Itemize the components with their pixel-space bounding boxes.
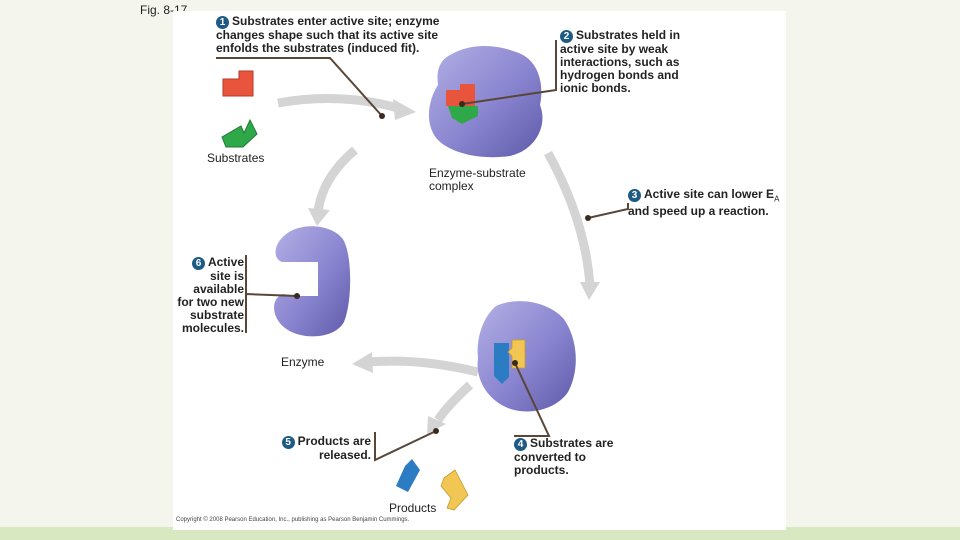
leader-step-2 (461, 40, 557, 105)
step-6-line-3: available (193, 282, 244, 296)
step-2-line-5: ionic bonds. (560, 81, 631, 95)
product-yellow (440, 469, 469, 511)
arrowhead-top (393, 99, 416, 120)
leader-dot-4 (512, 360, 518, 366)
step-6-badge: 6 (191, 257, 205, 270)
step-1-line-2: changes shape such that its active site (216, 28, 439, 42)
leader-dot-1 (379, 113, 385, 119)
enzyme-substrate-complex (428, 46, 543, 158)
step-4-line-2: converted to (514, 450, 587, 464)
step-4-line-3: products. (514, 463, 569, 477)
leader-dots (294, 101, 591, 434)
bottom-band (0, 527, 960, 540)
products-label: Products (389, 501, 437, 515)
step-2-line-4: hydrogen bonds and (560, 68, 679, 82)
leader-lines (216, 40, 629, 462)
step-5-badge: 5 (281, 436, 295, 449)
leader-step-6 (245, 255, 298, 333)
step-3-line-1: Active site can lower E (644, 187, 775, 201)
cycle-arrows (277, 94, 595, 423)
step-1-badge: 1 (216, 16, 229, 29)
cycle-arrow-top (277, 94, 400, 113)
arrowhead-bottom (427, 416, 446, 434)
complex-product-blue (494, 343, 509, 384)
step-3-line-2: and speed up a reaction. (628, 204, 769, 219)
leader-dot-2 (459, 101, 465, 107)
cycle-arrowheads (308, 99, 600, 434)
substrate-green (221, 118, 258, 148)
product-blue (396, 459, 420, 492)
step-1-line-3: enfolds the substrates (induced fit). (216, 41, 420, 55)
complex-label-line-1: Enzyme-substrate (429, 166, 526, 180)
step-4-badge: 4 (514, 438, 527, 451)
step-6-line-4: for two new (177, 295, 244, 309)
step-6-line-2: site is (209, 269, 244, 283)
complex-label-line-2: complex (429, 179, 474, 193)
leader-dot-3 (585, 215, 591, 221)
step-6-line-6: molecules. (181, 321, 244, 335)
complex-label: Enzyme-substrate complex (429, 167, 526, 193)
complex-substrate-red (446, 84, 475, 106)
step-6-line-5: substrate (189, 308, 244, 322)
leader-step-5 (374, 430, 437, 462)
complex-substrate-green (448, 106, 478, 124)
leader-dot-5 (433, 428, 439, 434)
arrowhead-left-upper (308, 208, 330, 226)
step-5-line-2: released. (318, 448, 371, 462)
leader-step-3 (587, 203, 629, 219)
arrowhead-bottom-left (352, 352, 373, 373)
step-2-line-2: active site by weak (560, 42, 669, 56)
step-4-line-1: Substrates are (530, 436, 614, 450)
enzyme-shape (274, 226, 351, 337)
cycle-arrow-bottom-left (369, 356, 480, 377)
leader-dot-6 (294, 293, 300, 299)
step-2-line-3: interactions, such as (560, 55, 680, 69)
step-1-line-1: Substrates enter active site; enzyme (232, 14, 440, 28)
step-3-badge: 3 (628, 189, 641, 202)
substrate-red (222, 70, 254, 97)
leader-step-1 (216, 57, 383, 117)
copyright-notice: Copyright © 2008 Pearson Education, Inc.… (176, 517, 410, 523)
step-5-line-1: Products are (297, 434, 371, 448)
step-6-line-1: Active (207, 255, 244, 269)
enzyme-products-complex (477, 301, 576, 412)
cycle-arrow-right (544, 150, 595, 286)
enzyme-label: Enzyme (281, 355, 325, 369)
step-2-badge: 2 (560, 30, 573, 43)
step-3-subscript: A (774, 194, 780, 204)
leader-step-4 (514, 362, 551, 437)
step-2-line-1: Substrates held in (576, 28, 681, 42)
cycle-arrow-left-upper (313, 146, 358, 213)
substrates-label: Substrates (207, 151, 265, 165)
arrowhead-right (580, 282, 600, 300)
complex-product-yellow (507, 339, 526, 369)
cycle-arrow-bottom (434, 381, 474, 423)
